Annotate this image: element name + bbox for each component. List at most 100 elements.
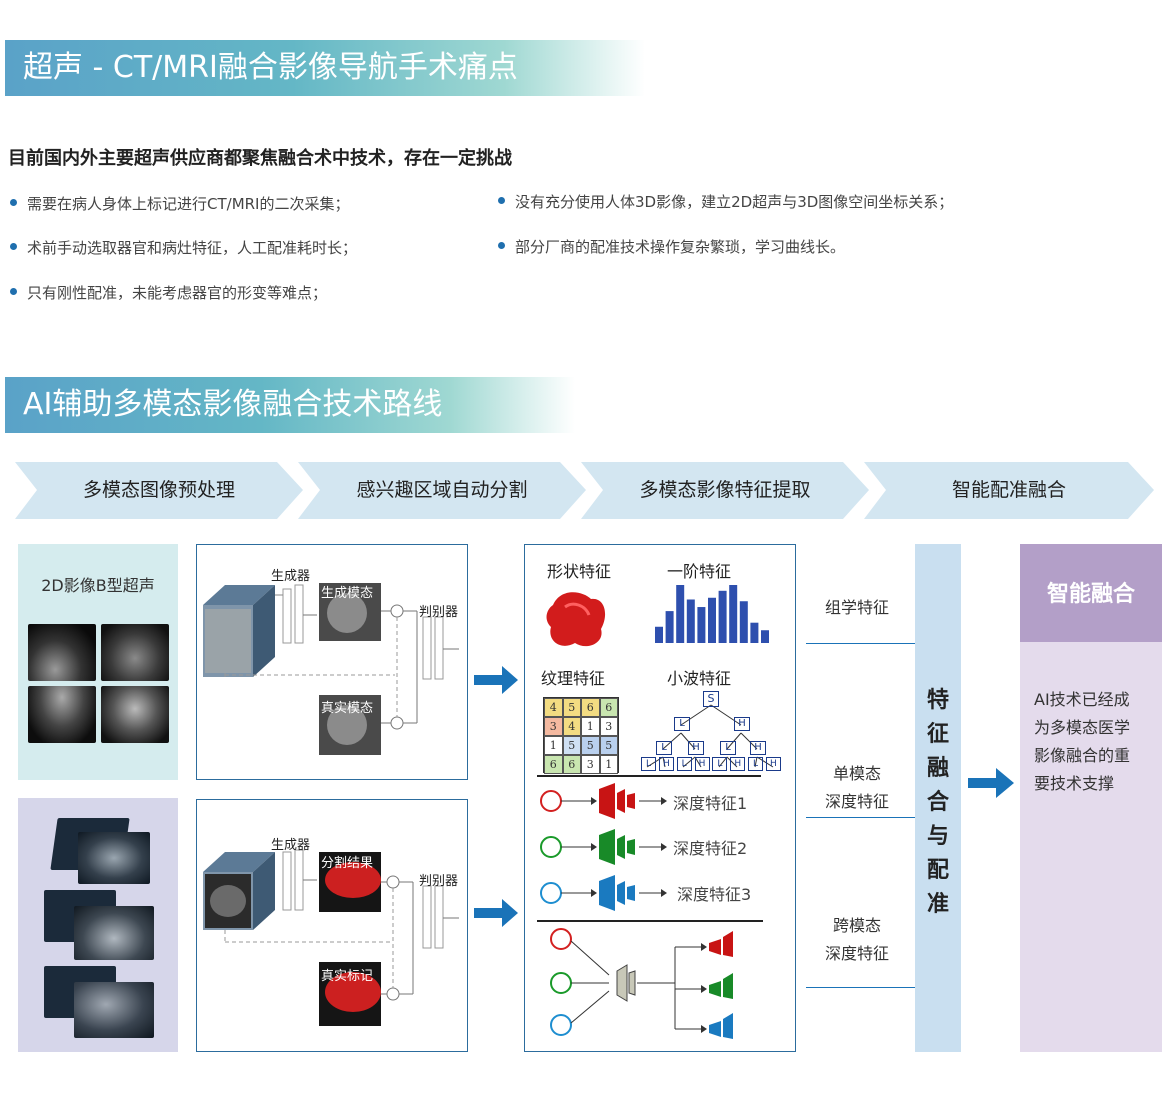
texture-cell: 5	[599, 736, 618, 755]
wavelet-node: L	[676, 757, 692, 771]
bullet-left-3: 只有刚性配准，未能考虑器官的形变等难点；	[10, 282, 327, 303]
single-modal-label: 单模态	[832, 764, 881, 783]
histogram-bar	[750, 622, 759, 643]
texture-cell: 5	[581, 736, 600, 755]
fusion-bar-text: 特 征 融 合 与 配 准	[915, 684, 961, 922]
fusion-char: 特	[926, 688, 949, 713]
deep-network-diagram	[540, 783, 667, 911]
fusion-char: 与	[926, 824, 949, 849]
texture-cell: 6	[562, 755, 581, 774]
result-description: AI技术已经成 为多模态医学 影像融合的重 要技术支撑	[1034, 686, 1158, 798]
ultrasound-panel: 2D影像B型超声	[18, 544, 178, 780]
step-label: 智能配准融合	[951, 479, 1066, 501]
segmentation-result-label: 分割结果	[321, 856, 374, 871]
connector-line	[806, 643, 924, 644]
texture-cell: 1	[544, 736, 563, 755]
wavelet-node: L	[656, 741, 672, 755]
deep-feature-1-label: 深度特征1	[673, 794, 748, 813]
mri-stack-image	[74, 982, 154, 1038]
single-modal-deep-label: 深度特征	[824, 792, 889, 811]
bullet-right-1: 没有充分使用人体3D影像，建立2D超声与3D图像空间坐标关系；	[498, 191, 953, 212]
wavelet-node: L	[748, 757, 764, 771]
histogram-bar	[708, 597, 716, 643]
radiomics-label: 组学特征	[824, 598, 889, 617]
result-title: 智能融合	[1046, 582, 1135, 607]
bullet-text: 需要在病人身体上标记进行CT/MRI的二次采集；	[27, 195, 350, 213]
chevron-shape	[298, 462, 586, 519]
texture-cell: 1	[599, 755, 618, 774]
fusion-char: 配	[926, 858, 949, 883]
bullet-dot-icon	[10, 199, 17, 206]
result-line: 要技术支撑	[1034, 774, 1115, 793]
section-title-tech-route: AI辅助多模态影像融合技术路线	[5, 377, 575, 433]
real-modality-label: 真实模态	[321, 701, 374, 716]
histogram-bar	[655, 626, 663, 643]
discriminator-label: 判别器	[419, 874, 459, 889]
fusion-char: 征	[926, 722, 949, 747]
histogram-bar	[676, 585, 685, 643]
section-title-pain-points: 超声 - CT/MRI融合影像导航手术痛点	[5, 40, 645, 96]
step-chevron-3: 多模态影像特征提取	[581, 462, 869, 519]
texture-feature-label: 纹理特征	[541, 669, 606, 688]
intro-text: 目前国内外主要超声供应商都聚焦融合术中技术，存在一定挑战	[8, 148, 512, 169]
shape-3d-icon	[546, 592, 606, 647]
fusion-char: 融	[926, 756, 949, 781]
bullet-left-2: 术前手动选取器官和病灶特征，人工配准耗时长；	[10, 237, 357, 258]
texture-cell: 6	[581, 698, 600, 717]
fusion-registration-bar: 特 征 融 合 与 配 准	[915, 544, 961, 1052]
texture-cell: 3	[599, 717, 618, 736]
wavelet-node: H	[765, 757, 781, 771]
histogram-chart	[655, 585, 769, 643]
deep-feature-2-label: 深度特征2	[673, 839, 748, 858]
wavelet-node: H	[750, 741, 766, 755]
gan-diagram	[203, 583, 459, 755]
wavelet-node: H	[688, 741, 704, 755]
fusion-char: 合	[926, 790, 949, 815]
step-chevron-2: 感兴趣区域自动分割	[298, 462, 586, 519]
texture-cell: 4	[562, 717, 581, 736]
wavelet-node: L	[720, 741, 736, 755]
histogram-bar	[739, 601, 748, 643]
section-divider	[537, 920, 763, 922]
result-line: 为多模态医学	[1034, 718, 1131, 737]
section-divider	[537, 775, 761, 777]
texture-cell: 6	[544, 755, 563, 774]
arrow-right-icon	[474, 899, 518, 927]
result-body: AI技术已经成 为多模态医学 影像融合的重 要技术支撑	[1020, 642, 1162, 1052]
wavelet-feature-label: 小波特征	[667, 669, 732, 688]
arrow-right-icon	[968, 768, 1014, 798]
wavelet-node: H	[658, 757, 674, 771]
chevron-shape	[581, 462, 869, 519]
ultrasound-image	[28, 686, 96, 743]
connector-line	[806, 817, 924, 818]
bullet-text: 只有刚性配准，未能考虑器官的形变等难点；	[27, 284, 328, 302]
cross-modal-deep-label: 深度特征	[824, 944, 889, 963]
histogram-bar	[729, 585, 738, 643]
ct-stack-image	[78, 832, 150, 884]
histogram-bar	[718, 590, 727, 643]
gan-segmentation-box: 生成器 分割结果 真实标记 判别器	[196, 799, 468, 1052]
shape-feature-label: 形状特征	[547, 562, 612, 581]
bullet-dot-icon	[498, 197, 505, 204]
texture-cell: 3	[581, 755, 600, 774]
wavelet-node: L	[712, 757, 728, 771]
bullet-left-1: 需要在病人身体上标记进行CT/MRI的二次采集；	[10, 193, 349, 214]
wavelet-node: H	[734, 717, 750, 731]
gan-diagram	[203, 849, 459, 1026]
texture-cell: 5	[562, 698, 581, 717]
gan-modality-box: 生成器 生成模态 真实模态 判别器	[196, 544, 468, 780]
step-label: 多模态图像预处理	[82, 479, 235, 501]
wavelet-node: L	[674, 717, 690, 731]
texture-cell: 6	[599, 698, 618, 717]
ultrasound-image	[28, 624, 96, 681]
wavelet-node: L	[641, 757, 656, 771]
discriminator-label: 判别器	[419, 605, 459, 620]
chevron-shape	[864, 462, 1154, 519]
ultrasound-label: 2D影像B型超声	[41, 576, 155, 595]
cross-modal-label: 跨模态	[832, 916, 881, 935]
step-label: 感兴趣区域自动分割	[356, 479, 528, 501]
mri-stack-image	[74, 906, 154, 960]
texture-cell: 1	[581, 717, 600, 736]
